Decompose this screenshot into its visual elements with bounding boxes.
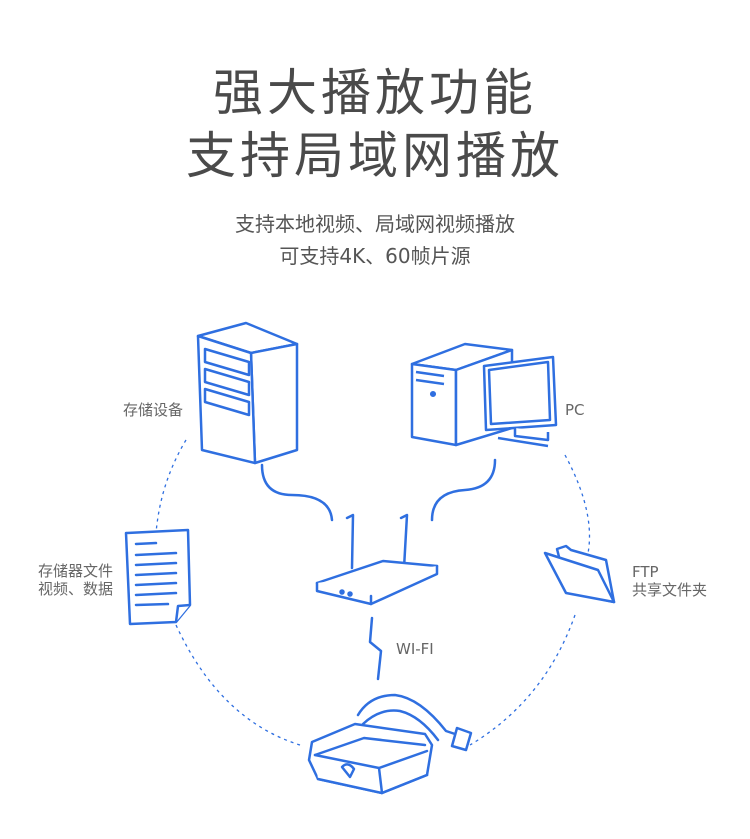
pc-label: PC [565, 401, 585, 419]
storage-files-label-line2: 视频、数据 [38, 580, 114, 598]
dashed-circle [154, 439, 591, 746]
storage-files-label-line1: 存储器文件 [38, 562, 114, 580]
document-icon [124, 528, 192, 626]
wifi-label: WI-FI [396, 640, 434, 658]
subtitle-line1: 支持本地视频、局域网视频播放 [235, 212, 515, 236]
ftp-label-line1: FTP [632, 563, 659, 581]
storage-device-label: 存储设备 [123, 401, 184, 419]
server-icon [196, 321, 299, 465]
server-to-router-cable [260, 463, 334, 522]
ftp-label-line2: 共享文件夹 [632, 581, 708, 599]
pc-to-router-cable [430, 458, 497, 522]
router-icon [315, 513, 439, 606]
main-title-line2: 支持局域网播放 [186, 127, 564, 185]
main-title-line1: 强大播放功能 [213, 64, 537, 122]
desktop-pc-icon [410, 342, 558, 448]
lightning-icon [368, 616, 383, 681]
vr-headset-icon [307, 693, 473, 795]
subtitle-line2: 可支持4K、60帧片源 [279, 244, 471, 268]
folder-icon [543, 544, 616, 604]
